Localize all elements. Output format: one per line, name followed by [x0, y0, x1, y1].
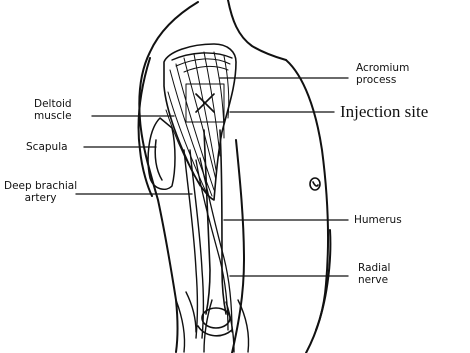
nipple	[310, 178, 320, 190]
label-humerus: Humerus	[354, 214, 402, 226]
label-acromium-process: Acromium process	[356, 62, 409, 86]
injection-site-mark	[186, 84, 224, 122]
label-scapula: Scapula	[26, 141, 68, 153]
leader-lines	[76, 78, 348, 276]
label-injection-site: Injection site	[340, 103, 428, 121]
deep-brachial-artery-shape	[184, 150, 204, 338]
label-deltoid-muscle: Deltoid muscle	[34, 98, 72, 122]
label-deep-brachial-artery: Deep brachial artery	[4, 180, 77, 204]
label-radial-nerve: Radial nerve	[358, 262, 390, 286]
